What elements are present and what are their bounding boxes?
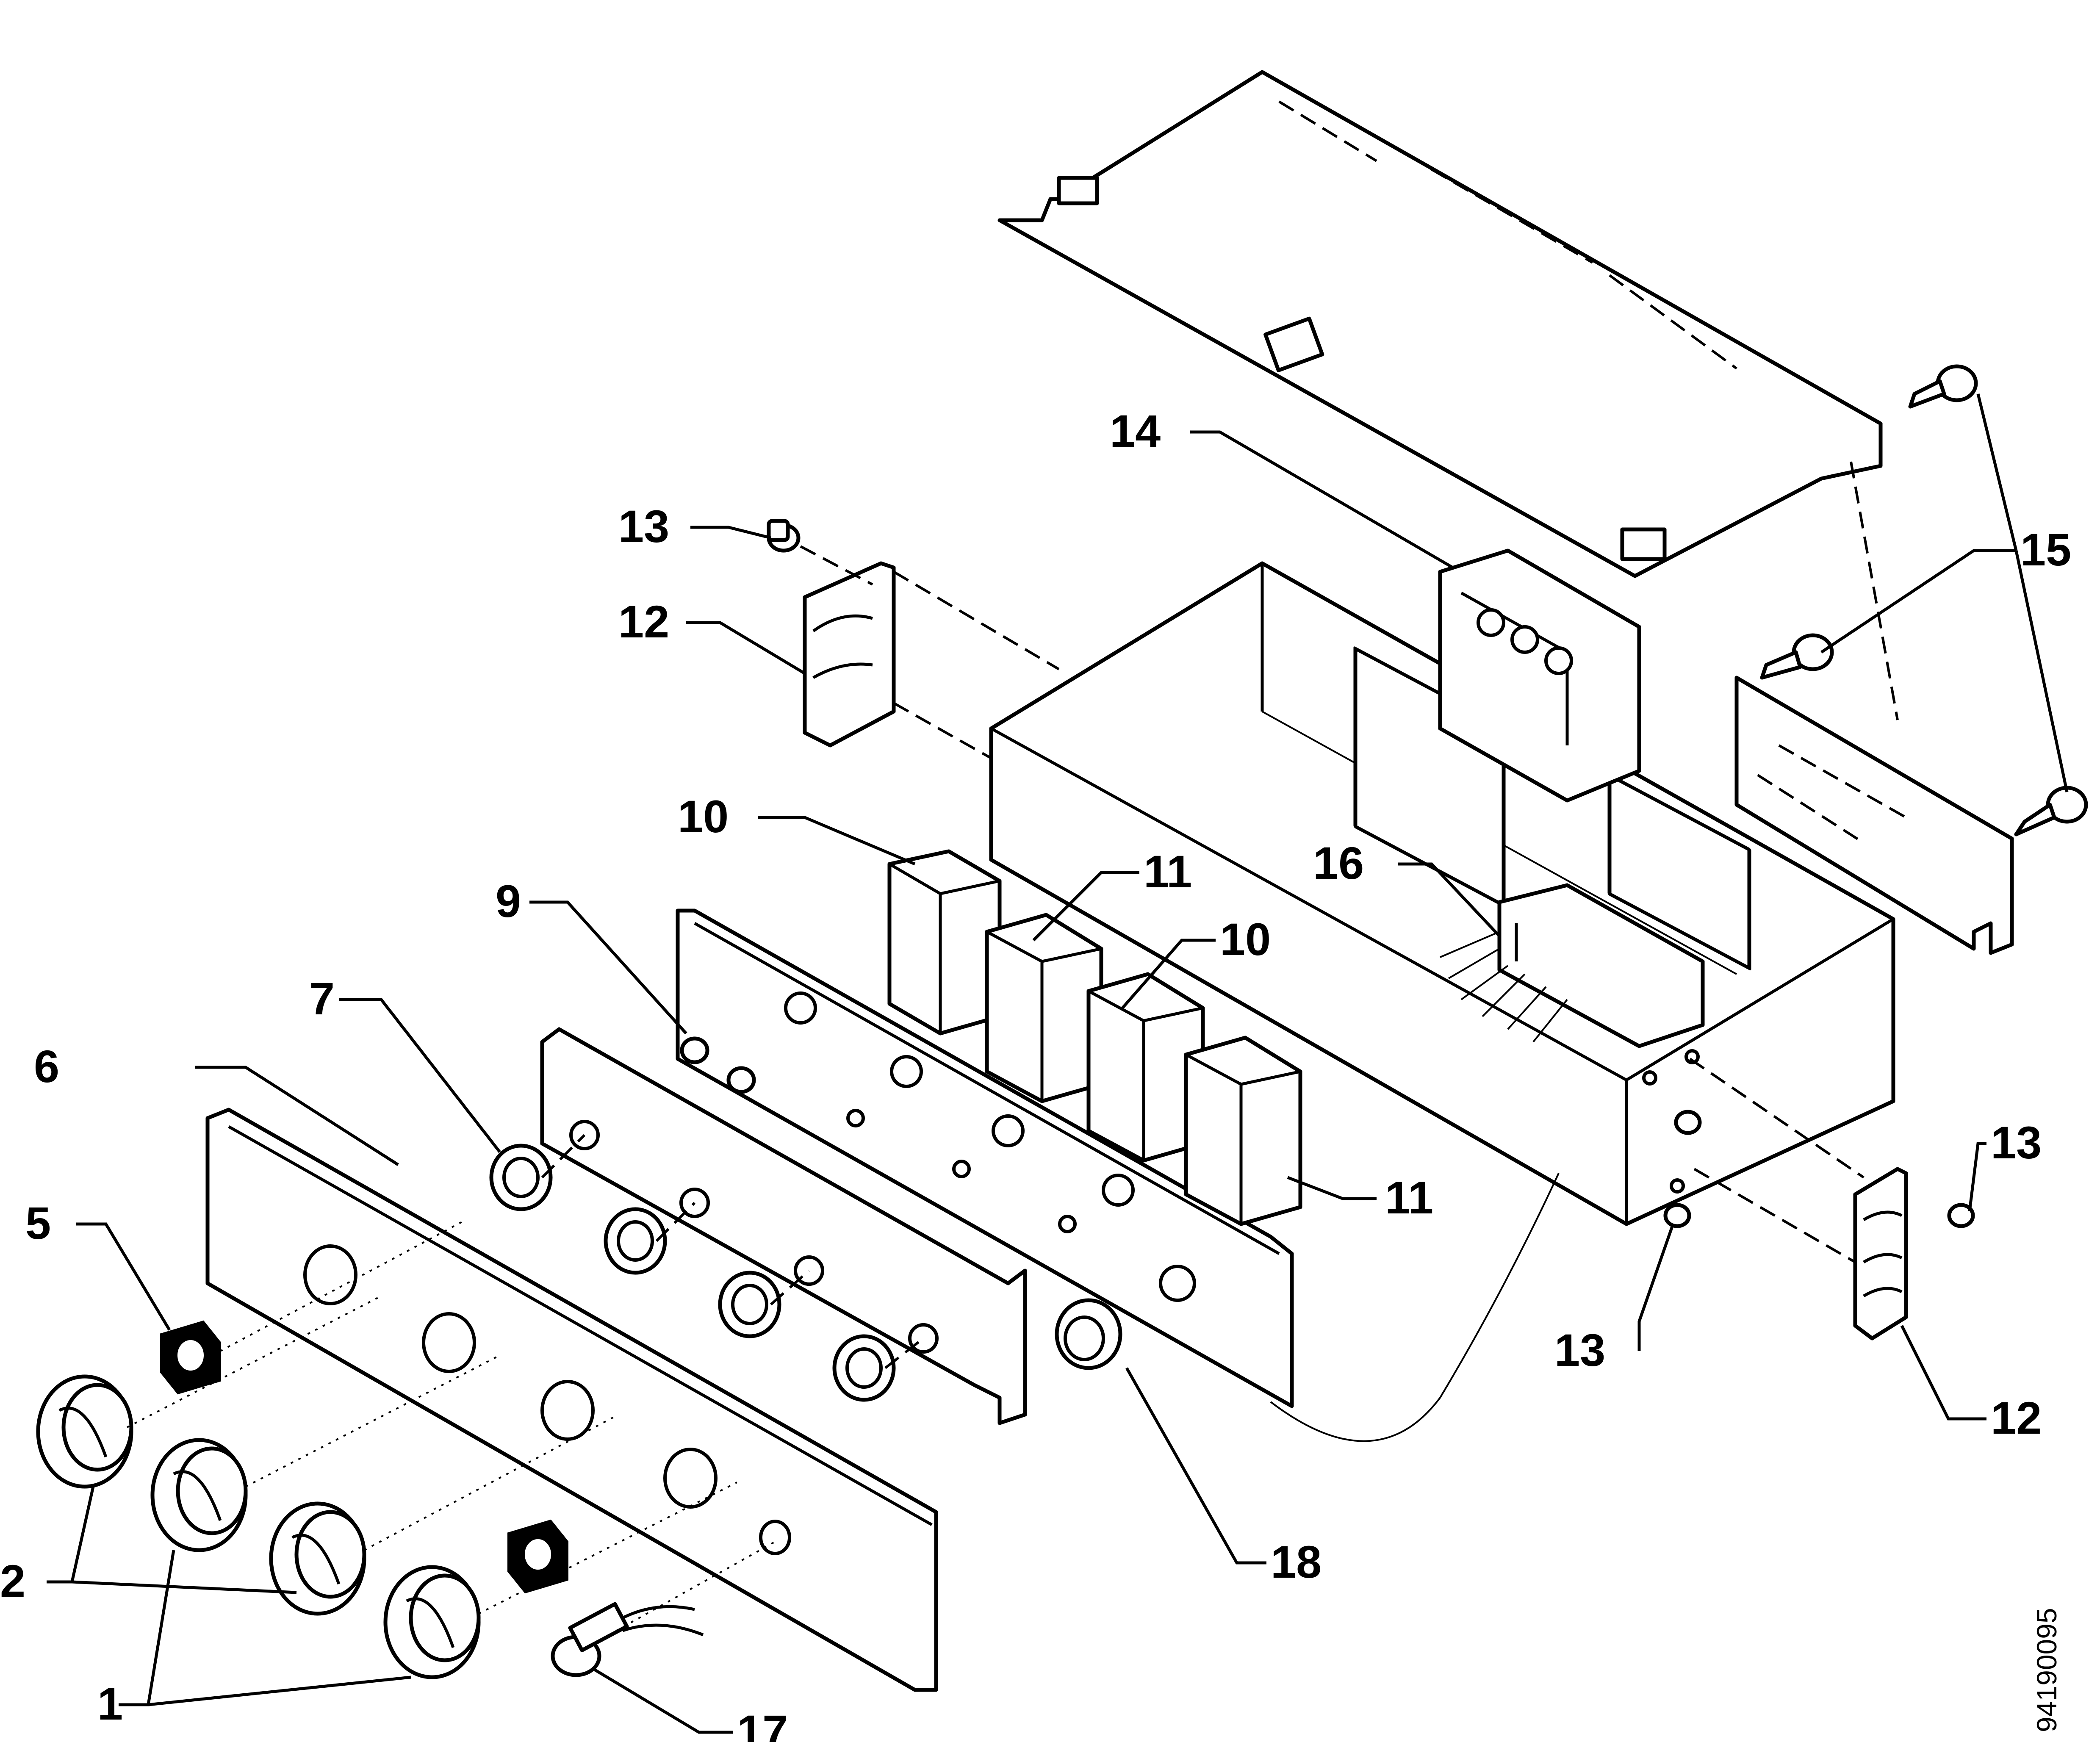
bracket-left [803,561,896,748]
top-cover [997,70,1899,720]
knob-2-b [150,1438,248,1552]
switch-10-a [887,849,1002,1036]
callout-18: 18 [1271,1536,1322,1587]
callout-10-b: 10 [1220,914,1271,965]
knob-1-a [269,1501,366,1616]
callout-11-a: 11 [1144,846,1192,897]
callout-6: 6 [34,1041,59,1092]
callout-13-c: 13 [1554,1324,1605,1376]
screw-9 [680,1036,756,1094]
rear-plate [1734,676,2014,955]
callout-14: 14 [1110,405,1161,457]
screw-13-box [1674,1110,1702,1135]
screw-13-right [1947,1203,1975,1228]
rear-control-panel [676,908,1294,1408]
callout-11-b: 11 [1385,1172,1433,1223]
callout-15: 15 [2020,524,2071,575]
front-fascia [205,1108,938,1692]
knob-1-b [383,1565,481,1679]
document-number: 94190095 [2031,1608,2062,1732]
switch-10-b [1086,972,1205,1163]
indicator-5 [160,1320,568,1594]
bezel-ring-7 [489,1144,896,1402]
callout-1: 1 [97,1678,123,1729]
callout-2: 2 [0,1555,25,1606]
callout-12-b: 12 [1991,1392,2042,1443]
callout-9: 9 [496,875,521,927]
callout-12-a: 12 [618,596,669,647]
switch-11-b [1184,1036,1302,1226]
leader-lines [47,393,2069,1734]
callout-5: 5 [25,1197,51,1249]
callout-10-a: 10 [678,791,729,842]
wiring-connector [1440,883,1705,1048]
screw-15-bottom [2014,786,2088,836]
lamp-17 [551,1602,704,1677]
screw-13-bottom [1663,1203,1691,1228]
relay-block [1438,548,1641,803]
screw-15-top [1908,364,1978,409]
grommet-18 [1055,1298,1122,1370]
callout-13-b: 13 [1991,1117,2042,1168]
callout-16: 16 [1313,837,1364,889]
callout-17: 17 [737,1706,788,1742]
knob-2-a [36,1374,133,1489]
screw-15-mid [1760,633,1834,680]
callout-7: 7 [309,973,335,1024]
callout-labels: 6 5 7 9 10 11 10 11 12 13 14 16 15 13 12… [0,405,2071,1742]
screw-13-left [767,519,801,553]
switch-11-a [985,913,1103,1103]
bracket-right [1853,1167,1908,1340]
callout-13-a: 13 [618,501,669,552]
